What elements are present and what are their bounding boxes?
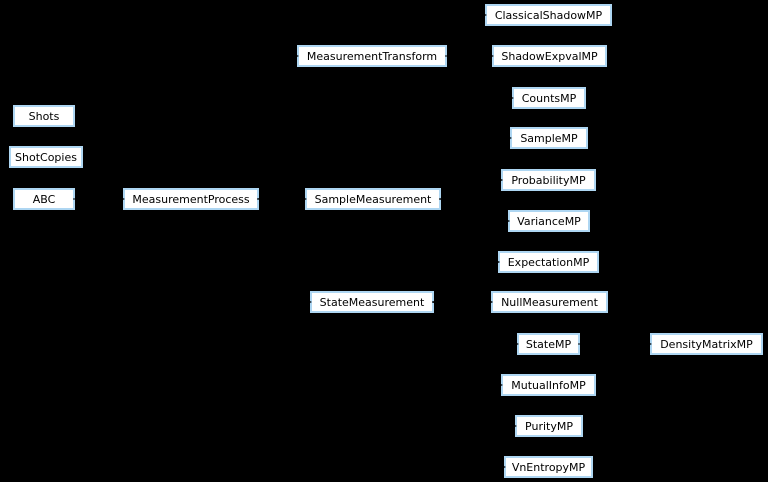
class-node-NullMeasurement[interactable]: NullMeasurement	[491, 291, 608, 313]
class-node-Shots[interactable]: Shots	[13, 105, 75, 127]
inheritance-edge	[431, 179, 498, 303]
inheritance-edge	[431, 301, 498, 386]
class-node-ShotCopies[interactable]: ShotCopies	[9, 146, 83, 168]
class-node-DensityMatrixMP[interactable]: DensityMatrixMP	[650, 333, 763, 355]
class-node-ExpectationMP[interactable]: ExpectationMP	[498, 251, 599, 273]
inheritance-edge	[438, 198, 488, 303]
inheritance-edge	[438, 179, 498, 200]
inheritance-edge	[256, 198, 307, 303]
inheritance-edge	[444, 14, 482, 57]
class-node-VarianceMP[interactable]: VarianceMP	[508, 210, 590, 232]
inheritance-edge	[438, 97, 509, 200]
class-node-ShadowExpvalMP[interactable]: ShadowExpvalMP	[492, 45, 607, 67]
inheritance-edge	[438, 198, 495, 263]
class-node-PurityMP[interactable]: PurityMP	[515, 415, 583, 437]
class-node-ProbabilityMP[interactable]: ProbabilityMP	[501, 169, 596, 191]
class-node-MutualInfoMP[interactable]: MutualInfoMP	[501, 374, 596, 396]
class-node-MeasurementProcess[interactable]: MeasurementProcess	[123, 188, 259, 210]
inheritance-edge	[438, 198, 505, 222]
inheritance-edge	[431, 301, 512, 427]
class-node-CountsMP[interactable]: CountsMP	[512, 87, 586, 109]
class-node-ABC[interactable]: ABC	[13, 188, 75, 210]
inheritance-edge	[431, 301, 501, 468]
inheritance-edge	[431, 220, 505, 303]
inheritance-edge	[438, 137, 507, 200]
class-node-SampleMP[interactable]: SampleMP	[510, 127, 588, 149]
inheritance-edge	[431, 261, 495, 303]
class-node-MeasurementTransform[interactable]: MeasurementTransform	[297, 45, 447, 67]
class-node-ClassicalShadowMP[interactable]: ClassicalShadowMP	[485, 4, 612, 26]
class-node-SampleMeasurement[interactable]: SampleMeasurement	[305, 188, 441, 210]
inheritance-edge	[256, 55, 294, 200]
class-node-StateMP[interactable]: StateMP	[517, 333, 580, 355]
class-node-VnEntropyMP[interactable]: VnEntropyMP	[504, 456, 593, 478]
class-node-StateMeasurement[interactable]: StateMeasurement	[310, 291, 434, 313]
